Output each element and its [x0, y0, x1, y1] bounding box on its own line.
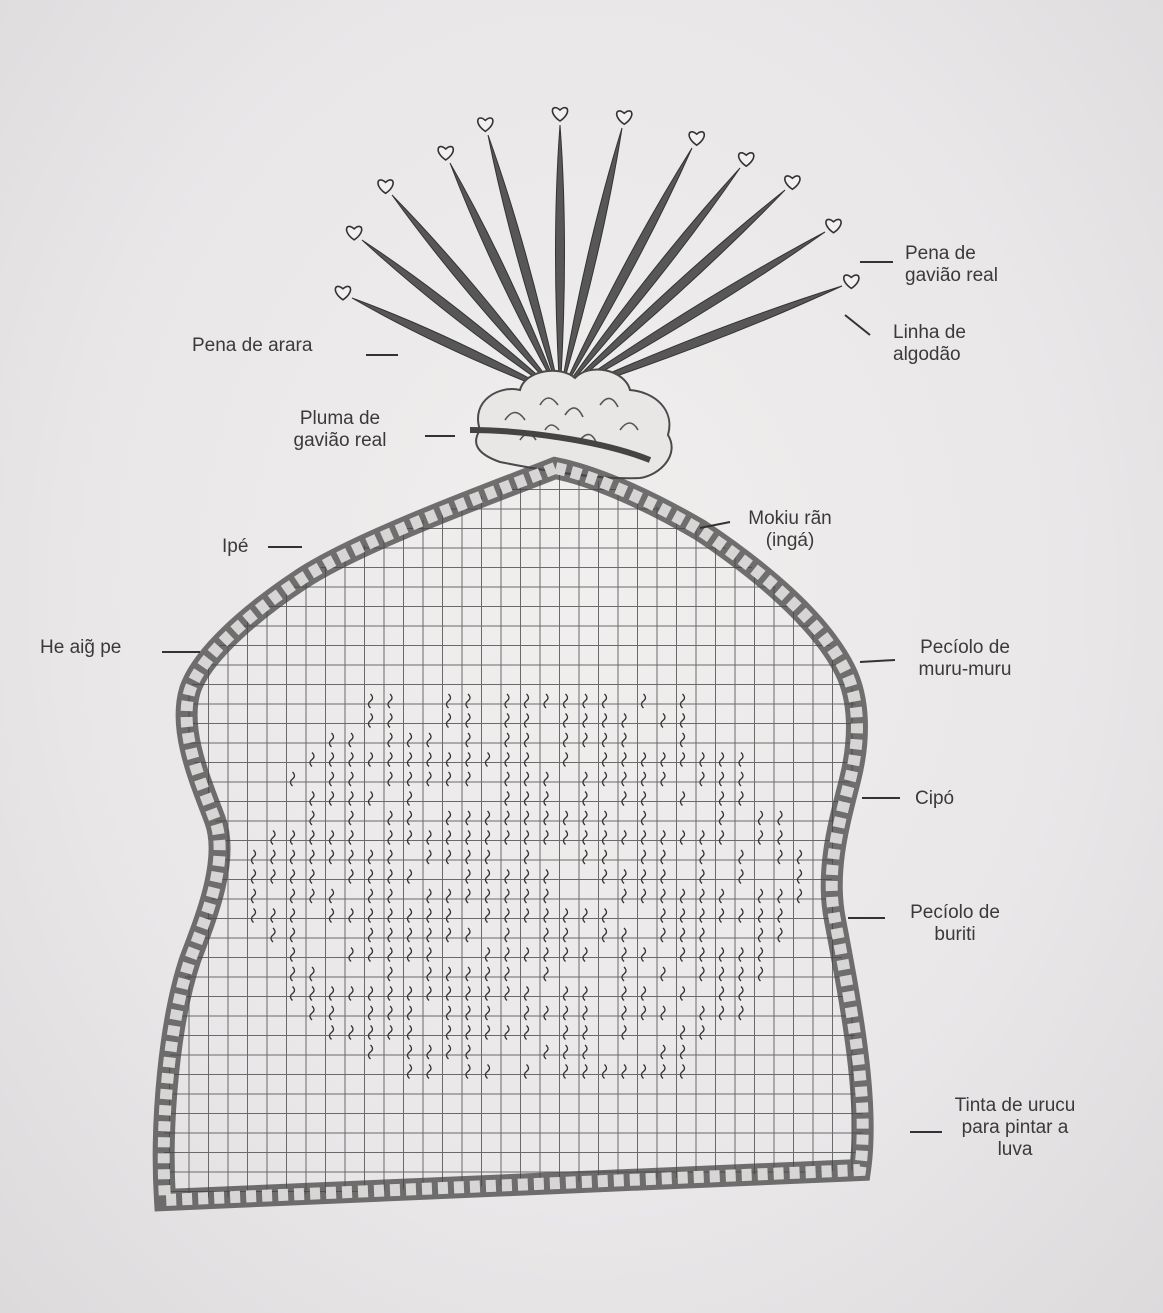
feather-crown	[335, 108, 859, 395]
feather-tip	[378, 180, 393, 193]
feather-tip	[438, 147, 453, 160]
label-peciolo-muru: Pecíolo de muru-muru	[895, 637, 1035, 681]
feather-tip	[478, 118, 493, 131]
label-he-aig-pe: He aig̃ pe	[40, 637, 121, 659]
feather-tip	[335, 286, 350, 299]
label-linha-algodao: Linha de algodão	[893, 322, 966, 366]
label-pena-arara: Pena de arara	[192, 335, 312, 357]
feather-tip	[785, 176, 800, 189]
feather-tip	[347, 226, 362, 239]
painted-pattern	[252, 694, 802, 1079]
label-tinta-urucu: Tinta de urucu para pintar a luva	[935, 1095, 1095, 1161]
frame-segments	[164, 468, 863, 1200]
label-mokiu-ran: Mokiu rãn (ingá)	[730, 508, 850, 552]
feather	[556, 125, 565, 395]
feather-tip	[617, 111, 632, 124]
label-peciolo-buriti: Pecíolo de buriti	[885, 902, 1025, 946]
feather-tip	[552, 108, 567, 121]
feather	[560, 190, 785, 395]
label-pena-gaviao-real: Pena de gavião real	[905, 243, 998, 287]
feather-tip	[826, 219, 841, 232]
label-cipo: Cipó	[915, 788, 954, 810]
feather-tip	[689, 132, 704, 145]
feather-tip	[739, 153, 754, 166]
feather-tip	[844, 275, 859, 288]
label-pluma-gaviao-real: Pluma de gavião real	[265, 408, 415, 452]
label-ipe: Ipé	[222, 536, 248, 558]
